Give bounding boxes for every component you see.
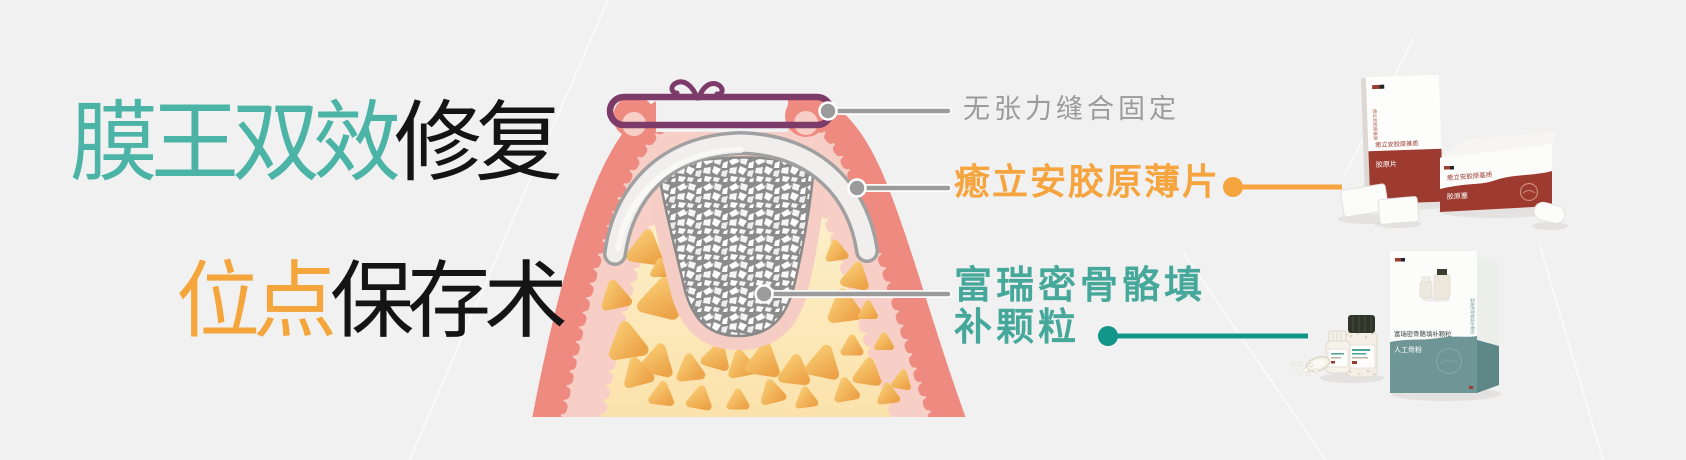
collagen-box-back: 癒立安胶原基质 癒立安胶原基质 胶原片	[1360, 74, 1444, 205]
headline-line2: 位点保存术	[176, 259, 568, 343]
callout-dot-suture	[818, 101, 838, 121]
collagen-product-photo: 癒立安胶原基质 癒立安胶原基质 胶原片 癒立安胶原基质 胶原塞	[1338, 74, 1568, 230]
box-title: 癒立安胶原基质	[1375, 139, 1419, 149]
bottle-label	[1348, 344, 1376, 369]
label-bone-graft-line1: 富瑞密骨骼填	[954, 263, 1207, 307]
granule-bottle-small	[1325, 330, 1351, 374]
background-diagonal-lines	[408, 0, 1605, 460]
bone-box: 富瑞密骨骼填补颗粒 富瑞密骨骼填补颗粒 人工骨粉	[1390, 251, 1499, 393]
box-side-text: 富瑞密骨骼填补颗粒	[1470, 298, 1476, 334]
bone-spots	[601, 229, 911, 411]
alveolar-ridge-illustration	[532, 60, 966, 417]
connector-dot-collagen	[1223, 177, 1243, 197]
collagen-box-front: 癒立安胶原基质 胶原塞	[1440, 131, 1558, 212]
box-title: 富瑞密骨骼填补颗粒	[1394, 329, 1452, 338]
box-subtitle: 胶原片	[1376, 159, 1397, 169]
brand-logo	[1443, 165, 1451, 170]
headline-line1-highlight: 膜王双效	[70, 91, 401, 194]
headline-line2-rest: 保存术	[330, 252, 568, 350]
bone-product-photo: 富瑞密骨骼填补颗粒 富瑞密骨骼填补颗粒 人工骨粉	[1291, 251, 1501, 401]
box-watermark	[1436, 348, 1462, 374]
label-bone-graft-line2: 补颗粒	[954, 305, 1081, 349]
brand-logo	[1372, 84, 1380, 90]
connector-dot-bone	[1098, 326, 1118, 346]
box-subtitle: 人工骨粉	[1394, 345, 1422, 354]
brand-logo	[1395, 258, 1401, 262]
box-seal	[1519, 182, 1539, 202]
callout-dot-membrane	[847, 178, 867, 198]
label-collagen-membrane: 癒立安胶原薄片	[954, 162, 1221, 203]
collagen-sheet	[1340, 183, 1420, 225]
callout-lines	[754, 101, 952, 304]
label-bone-graft: 富瑞密骨骼填补颗粒	[954, 264, 1254, 348]
box-side-text: 癒立安胶原基质	[1371, 109, 1379, 141]
label-suture: 无张力缝合固定	[963, 94, 1180, 125]
spilled-granules	[1291, 362, 1319, 376]
box-title: 癒立安胶原基质	[1447, 170, 1494, 182]
product-connectors	[1098, 177, 1342, 346]
headline-line2-highlight: 位点	[176, 252, 337, 350]
box-subtitle: 胶原塞	[1447, 191, 1468, 201]
box-bottle-image	[1419, 269, 1451, 302]
granule-bottle-large	[1345, 315, 1378, 378]
callout-dot-graft	[754, 284, 774, 304]
headline-line1: 膜王双效修复	[70, 99, 563, 187]
collagen-membrane	[603, 130, 879, 266]
collagen-plug	[1533, 201, 1566, 224]
headline-line1-rest: 修复	[394, 91, 563, 194]
